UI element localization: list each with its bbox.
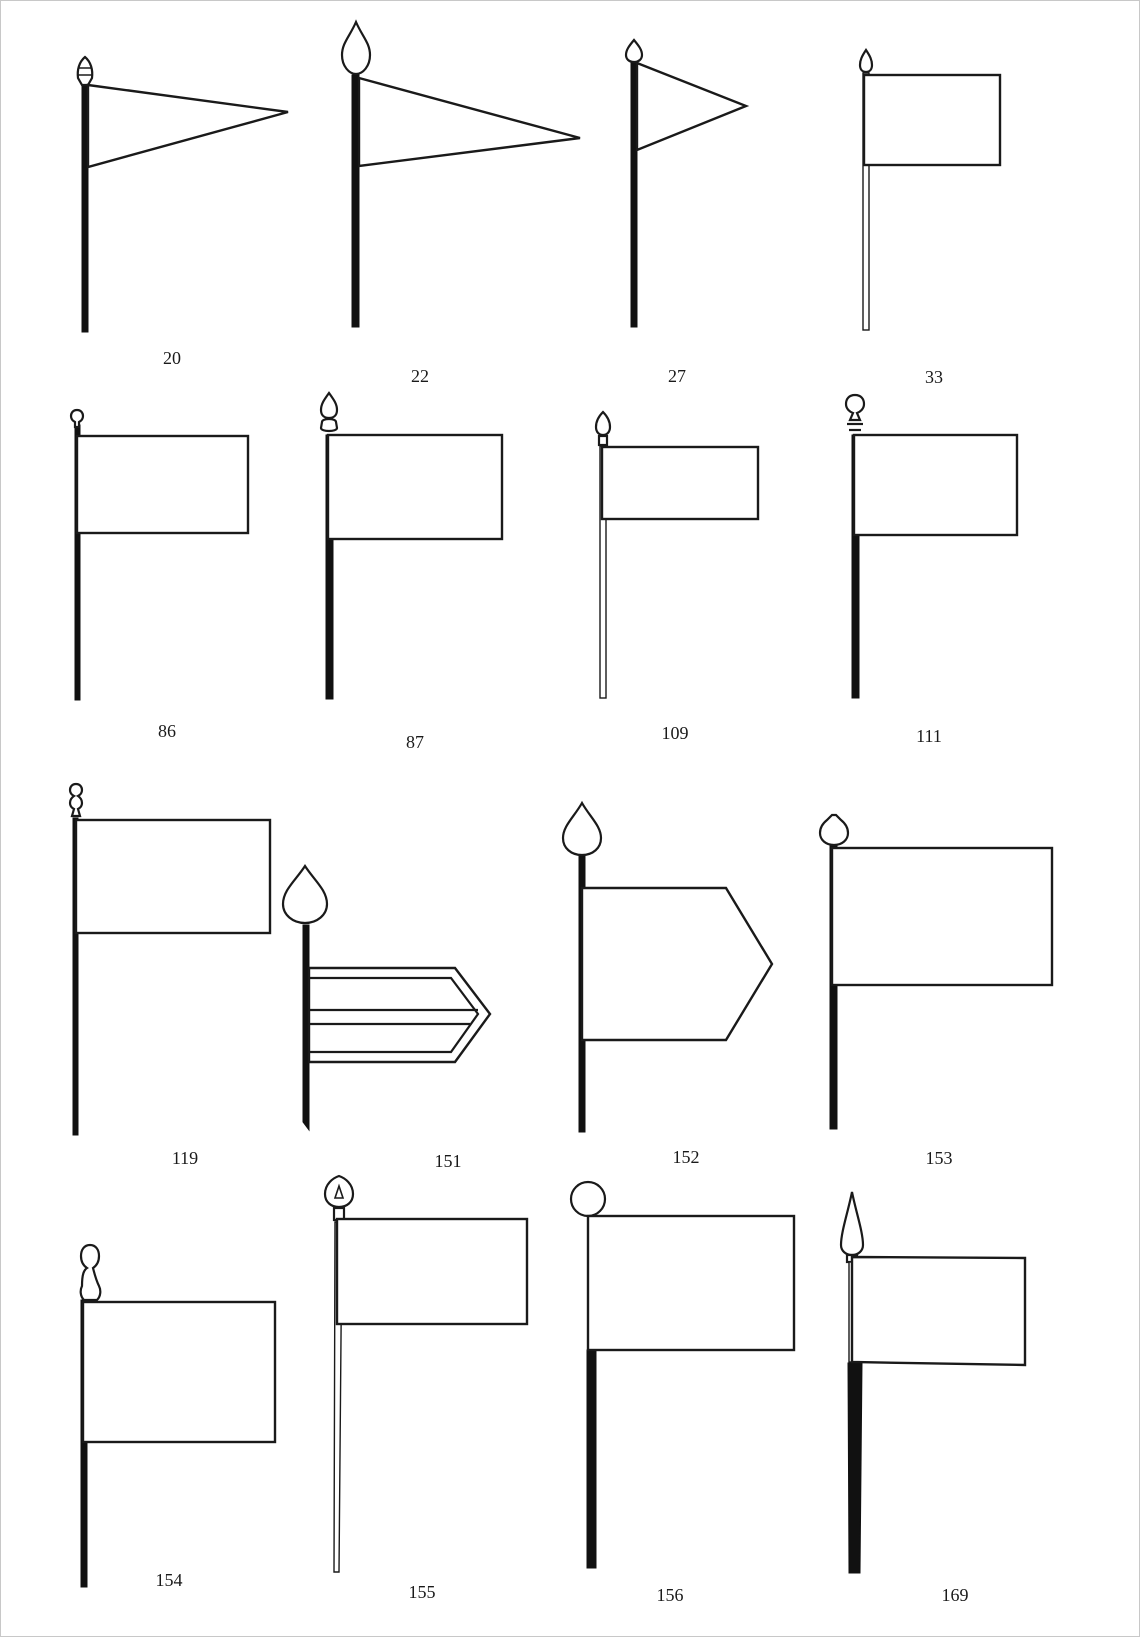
flag-cloth [582, 888, 772, 1040]
flag-27 [626, 40, 746, 327]
flag-20 [78, 57, 288, 332]
flag-cloth [77, 436, 248, 533]
flag-cloth [88, 85, 288, 167]
figure-label-119: 119 [172, 1148, 198, 1169]
figure-label-86: 86 [158, 721, 176, 742]
finial-icon [78, 57, 92, 85]
figure-label-20: 20 [163, 348, 181, 369]
figure-label-169: 169 [942, 1585, 969, 1606]
flag-33 [860, 50, 1000, 330]
flag-cloth [637, 63, 746, 150]
finial-base [321, 419, 337, 431]
flag-cloth [864, 75, 1000, 165]
flag-cloth [337, 1219, 527, 1324]
figure-label-154: 154 [156, 1570, 183, 1591]
figure-label-153: 153 [926, 1148, 953, 1169]
flag-pole [848, 1363, 862, 1573]
finial-icon [71, 410, 83, 427]
finial-icon [70, 784, 82, 816]
figure-label-151: 151 [435, 1151, 462, 1172]
flag-cloth [854, 435, 1017, 535]
flag-169 [841, 1192, 1025, 1573]
figure-label-111: 111 [916, 726, 942, 747]
flag-86 [71, 410, 248, 700]
finial-icon [563, 803, 601, 855]
figure-label-152: 152 [673, 1147, 700, 1168]
flag-152 [563, 803, 772, 1132]
finial-icon [860, 50, 872, 72]
flag-pole [587, 1350, 596, 1568]
flag-cloth [852, 1257, 1025, 1365]
finial-icon [342, 22, 370, 74]
flag-155 [325, 1176, 527, 1572]
flag-109 [596, 412, 758, 698]
flag-cloth [832, 848, 1052, 985]
flag-153 [820, 815, 1052, 1129]
finial-icon [283, 866, 327, 923]
flag-cloth [359, 78, 580, 166]
finial-icon [81, 1245, 101, 1300]
flag-cloth [328, 435, 502, 539]
flag-cloth [83, 1302, 275, 1442]
finial-icon [626, 40, 642, 62]
finial-icon [325, 1176, 353, 1207]
figure-label-87: 87 [406, 732, 424, 753]
finial-icon [571, 1182, 605, 1216]
figure-label-33: 33 [925, 367, 943, 388]
flag-119 [70, 784, 270, 1135]
flag-cloth [309, 968, 490, 1062]
finial-icon [841, 1192, 863, 1255]
figure-label-27: 27 [668, 366, 686, 387]
flag-156 [571, 1182, 794, 1568]
flag-cloth [76, 820, 270, 933]
flag-22 [342, 22, 580, 327]
figure-label-109: 109 [662, 723, 689, 744]
flag-111 [846, 395, 1017, 698]
finial-icon [846, 395, 864, 420]
finial-icon [596, 412, 610, 435]
finial-icon [820, 815, 848, 845]
figure-label-155: 155 [409, 1582, 436, 1603]
finial-icon [321, 393, 337, 418]
figure-label-22: 22 [411, 366, 429, 387]
flag-cloth [588, 1216, 794, 1350]
flag-154 [81, 1245, 275, 1587]
figure-label-156: 156 [657, 1585, 684, 1606]
flag-151 [283, 866, 490, 1130]
flag-cloth [602, 447, 758, 519]
flag-87 [321, 393, 502, 699]
finial-base [599, 436, 607, 445]
